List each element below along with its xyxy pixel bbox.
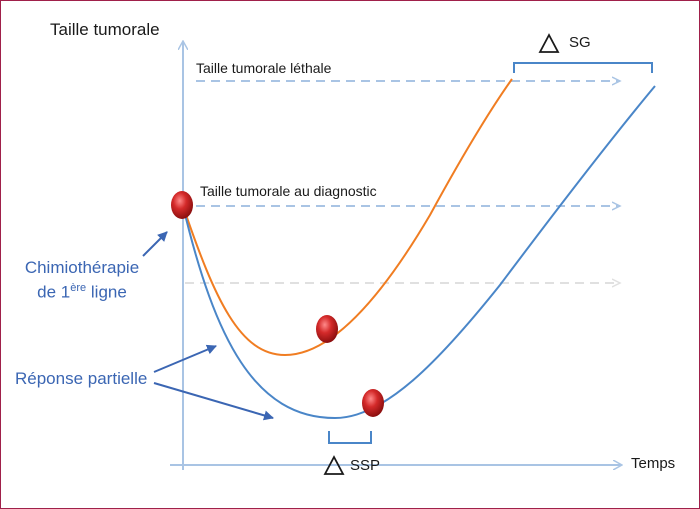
y-axis-label: Taille tumorale [50,20,160,39]
orange-response-marker [316,315,338,343]
chemo-label: Chimiothérapie de 1ère ligne [22,258,142,303]
blue-response-marker [362,389,384,417]
sg-bracket [513,62,653,73]
chemo-label-line1: Chimiothérapie [24,258,140,277]
delta-sg-icon [538,33,560,53]
sg-label: SG [569,34,591,51]
delta-ssp-icon [323,455,345,475]
lethal-size-label: Taille tumorale léthale [196,60,332,76]
partial-response-arrow-lower [153,382,274,421]
ssp-bracket [328,431,372,444]
partial-response-arrow-upper [153,344,217,373]
orange-curve [182,78,513,357]
diagnosis-size-label: Taille tumorale au diagnostic [200,183,377,199]
diagnosis-marker [171,191,193,219]
x-axis-label: Temps [631,455,676,472]
blue-curve [182,85,656,420]
chemo-label-line2: de 1ère ligne [37,282,127,302]
chemo-arrow [142,231,168,257]
ssp-label: SSP [350,457,381,474]
partial-response-label: Réponse partielle [15,369,148,388]
